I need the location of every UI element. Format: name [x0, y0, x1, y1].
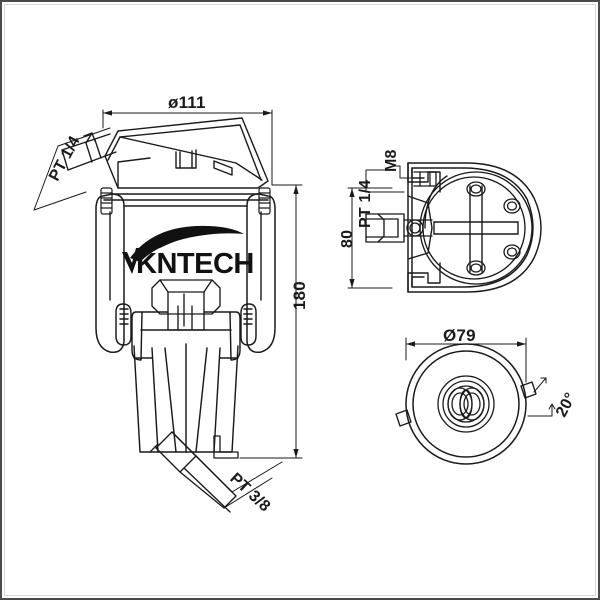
- front-view-bumper: [151, 279, 221, 331]
- dimension-label-height-180: 180: [290, 281, 309, 310]
- front-view-top-cap: [104, 117, 269, 189]
- logo-swoosh-icon: [122, 225, 244, 274]
- front-view-inlet-pipe: [61, 132, 117, 171]
- front-view-lower-port: [149, 431, 237, 513]
- bracket-plan-inner-ring: [419, 171, 533, 285]
- piston-plan-center-rings: [437, 375, 495, 433]
- front-view-bottom-nub: [213, 435, 239, 459]
- bracket-plan-bolt-holes: [466, 181, 521, 276]
- dimension-diameter-111: [102, 109, 273, 186]
- front-view-bellows: [95, 193, 276, 354]
- leader-m8: [391, 165, 417, 179]
- front-view-crimp-clamps: [100, 187, 271, 215]
- bracket-plan-body: [407, 162, 542, 293]
- callout-label-m8: M8: [383, 149, 400, 172]
- bracket-plan-lugs: [407, 162, 441, 293]
- leader-pt-quarter-left: [33, 127, 111, 211]
- bracket-plan-side-port: [365, 213, 433, 243]
- dimension-diameter-79: [405, 337, 527, 383]
- dimension-label-width-80: 80: [339, 229, 356, 248]
- leader-pt-quarter-top: [365, 169, 405, 193]
- dimension-height-180: [239, 184, 303, 459]
- front-view-body-walls: [109, 211, 262, 301]
- leader-pt-three-eighths: [223, 461, 283, 509]
- dimension-label-diameter-79: Ø79: [443, 326, 476, 345]
- dimension-width-80: [347, 187, 393, 289]
- dimension-label-diameter-111: ø111: [168, 93, 206, 112]
- piston-plan-tabs: [395, 381, 537, 427]
- piston-plan-outer: [405, 343, 527, 465]
- callout-label-pt-quarter-top: PT 1/4: [357, 179, 374, 228]
- bracket-plan-m8-boss: [413, 171, 437, 187]
- front-view-piston-skirt: [133, 343, 239, 453]
- brand-logo-text: KNTECH: [136, 248, 254, 280]
- leader-angle-20: [527, 377, 556, 417]
- bracket-plan-cross-ribs: [433, 185, 519, 273]
- brand-logo: KNTECH: [110, 222, 270, 282]
- front-view-piston: [115, 303, 257, 361]
